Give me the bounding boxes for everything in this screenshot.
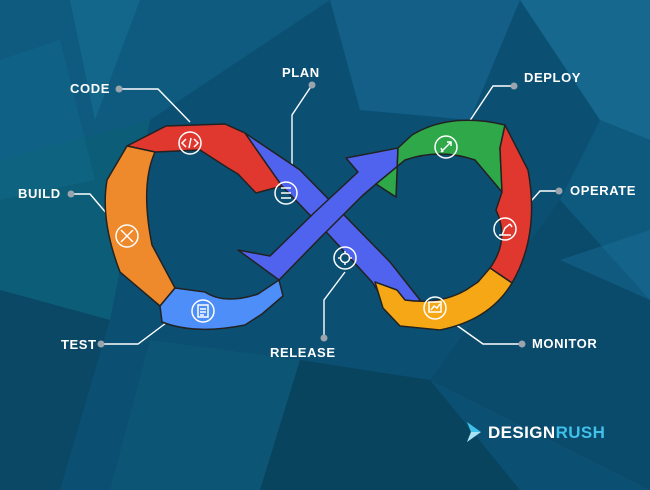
rocket-icon: [434, 135, 458, 159]
connector-dots: [67, 81, 563, 348]
label-test: TEST: [61, 337, 97, 352]
code-segment: [126, 123, 283, 194]
monitor-segment: [374, 267, 513, 331]
code-brackets-icon: [178, 131, 202, 155]
label-build: BUILD: [18, 186, 61, 201]
clipboard-icon: [191, 299, 215, 323]
label-operate: OPERATE: [570, 183, 637, 198]
label-plan: PLAN: [282, 65, 320, 80]
label-code: CODE: [70, 81, 110, 96]
designrush-logo-mark: [467, 422, 481, 442]
robotic-arm-icon: [493, 217, 517, 241]
label-deploy: DEPLOY: [524, 70, 582, 85]
test-segment: [159, 279, 284, 331]
gear-icon: [333, 246, 357, 270]
label-release: RELEASE: [270, 345, 336, 360]
tools-icon: [115, 224, 139, 248]
checklist-icon: [274, 181, 298, 205]
brand-name-part2: RUSH: [555, 423, 606, 442]
label-monitor: MONITOR: [532, 336, 598, 351]
chart-monitor-icon: [423, 296, 447, 320]
brand-name-part1: DESIGN: [488, 423, 556, 442]
